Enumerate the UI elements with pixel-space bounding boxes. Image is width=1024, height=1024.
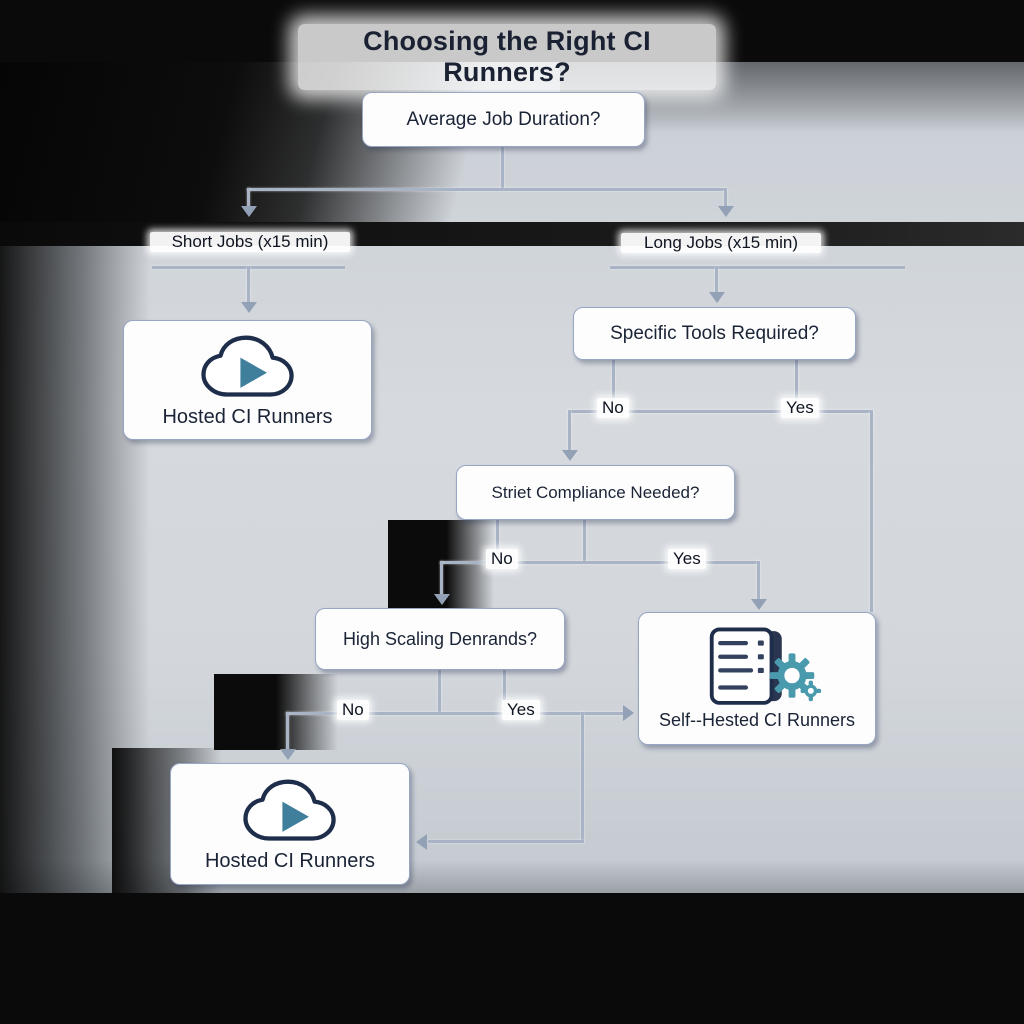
- edge-label-scaling-yes: Yes: [502, 700, 540, 720]
- arrowhead-short: [241, 206, 257, 217]
- edge-label-tools-no: No: [597, 398, 629, 418]
- edge-to-hosted-top: [247, 266, 250, 306]
- arrowhead-compliance: [562, 450, 578, 461]
- node-self-hosted-ci-runners: Self--Hested CI Runners: [638, 612, 876, 745]
- edge-to-tools: [715, 266, 718, 296]
- node-hosted-ci-runners-bottom: Hosted CI Runners: [170, 763, 410, 885]
- arrowhead-hosted-bottom: [280, 749, 296, 760]
- edge-tools-junction: [568, 410, 873, 413]
- edge-to-scaling: [440, 561, 443, 599]
- server-gear-icon: [692, 626, 822, 708]
- edge-label-compliance-no: No: [486, 549, 518, 569]
- node-high-scaling-demands: High Scaling Denrands?: [315, 608, 565, 670]
- edge-bottom-return: [428, 840, 584, 843]
- arrowhead-scaling: [434, 594, 450, 605]
- edge-scaling-junction: [286, 712, 625, 715]
- edge-label-short-jobs: Short Jobs (x15 min): [150, 232, 350, 252]
- edge-tools-stub-no: [612, 360, 615, 412]
- arrowhead-tools: [709, 292, 725, 303]
- edge-compliance-stub-yes: [583, 520, 586, 563]
- node-label: Self--Hested CI Runners: [658, 710, 856, 730]
- node-label: Specific Tools Required?: [610, 322, 819, 344]
- edge-to-selfhosted-top: [757, 561, 760, 603]
- node-label: Hosted CI Runners: [162, 405, 333, 428]
- cloud-play-icon: [231, 776, 349, 848]
- arrowhead-selfhosted-top: [751, 599, 767, 610]
- arrowhead-long: [718, 206, 734, 217]
- edge-label-tools-yes: Yes: [781, 398, 819, 418]
- edge-compliance-stub-no: [496, 520, 499, 563]
- node-label: Hosted CI Runners: [204, 849, 376, 872]
- edge-long-stub: [724, 188, 727, 210]
- node-average-job-duration: Average Job Duration?: [362, 92, 645, 147]
- edge-split-horizontal: [247, 188, 727, 191]
- edge-short-stub: [247, 188, 250, 210]
- edge-under-long-label: [610, 266, 905, 269]
- edge-to-compliance: [568, 410, 571, 456]
- arrowhead-selfhosted-left: [623, 705, 634, 721]
- edge-scaling-stub-yes: [503, 670, 506, 714]
- arrowhead-hosted-top: [241, 302, 257, 313]
- page-title: Choosing the Right CI Runners?: [298, 24, 716, 90]
- edge-tools-stub-yes: [795, 360, 798, 412]
- node-label: Average Job Duration?: [406, 108, 601, 130]
- edge-label-scaling-no: No: [337, 700, 369, 720]
- edge-tools-yes-down: [870, 410, 873, 612]
- edge-avg-down: [501, 147, 504, 190]
- node-label: High Scaling Denrands?: [342, 628, 538, 649]
- edge-label-compliance-yes: Yes: [668, 549, 706, 569]
- node-strict-compliance-needed: Striet Compliance Needed?: [456, 465, 735, 520]
- edge-label-long-jobs: Long Jobs (x15 min): [621, 233, 821, 253]
- edge-to-hosted-bottom: [286, 712, 289, 754]
- node-hosted-ci-runners-top: Hosted CI Runners: [123, 320, 372, 440]
- arrowhead-hosted-bottom-right: [416, 834, 427, 850]
- edge-scaling-stub-no: [438, 670, 441, 714]
- edge-yes-down-long: [581, 712, 584, 843]
- cloud-play-icon: [189, 332, 307, 404]
- edge-compliance-junction: [440, 561, 760, 564]
- node-label: Striet Compliance Needed?: [491, 482, 700, 502]
- node-specific-tools-required: Specific Tools Required?: [573, 307, 856, 360]
